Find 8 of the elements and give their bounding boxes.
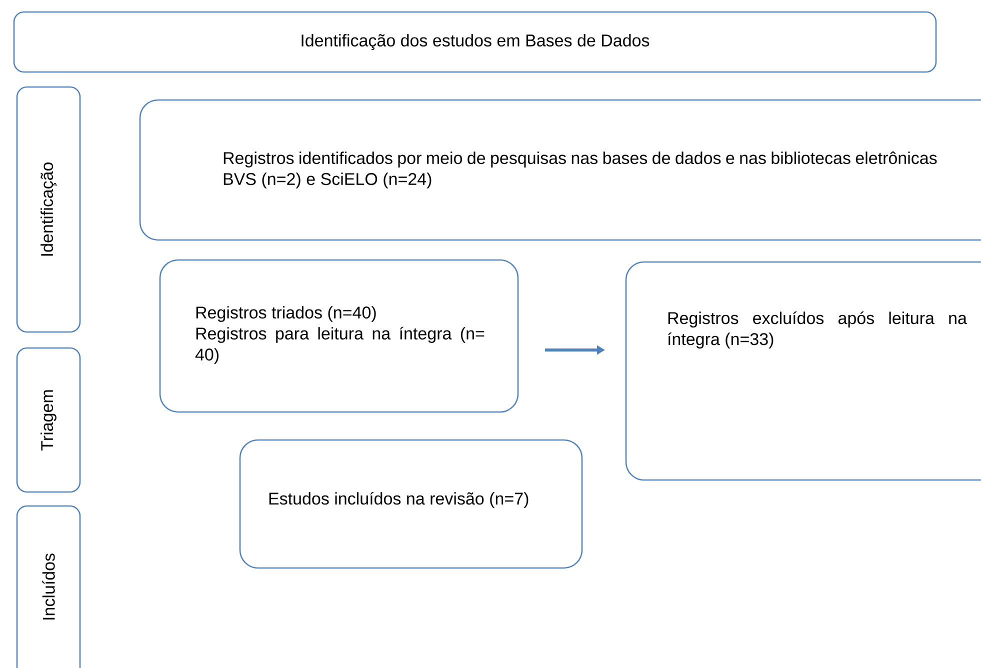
process-box: Registros triados (n=40) Registros para leitura na íntegra (n= 40)	[159, 259, 519, 413]
process-box: Registros excluídos após leitura na íntegra (n=33)	[625, 261, 981, 481]
process-box: Estudos incluídos na revisão (n=7)	[239, 439, 583, 569]
stage-band: Incluídos	[16, 505, 81, 668]
stage-band: Triagem	[16, 347, 81, 493]
title-box: Identificação dos estudos em Bases de Dados	[13, 11, 937, 73]
stage-band: Identificação	[16, 86, 81, 333]
process-box: Registros identificados por meio de pesquisas nas bases de dados e nas bibliotecas eletrônicas BVS (n=2) e SciELO (n=24)	[139, 99, 981, 241]
